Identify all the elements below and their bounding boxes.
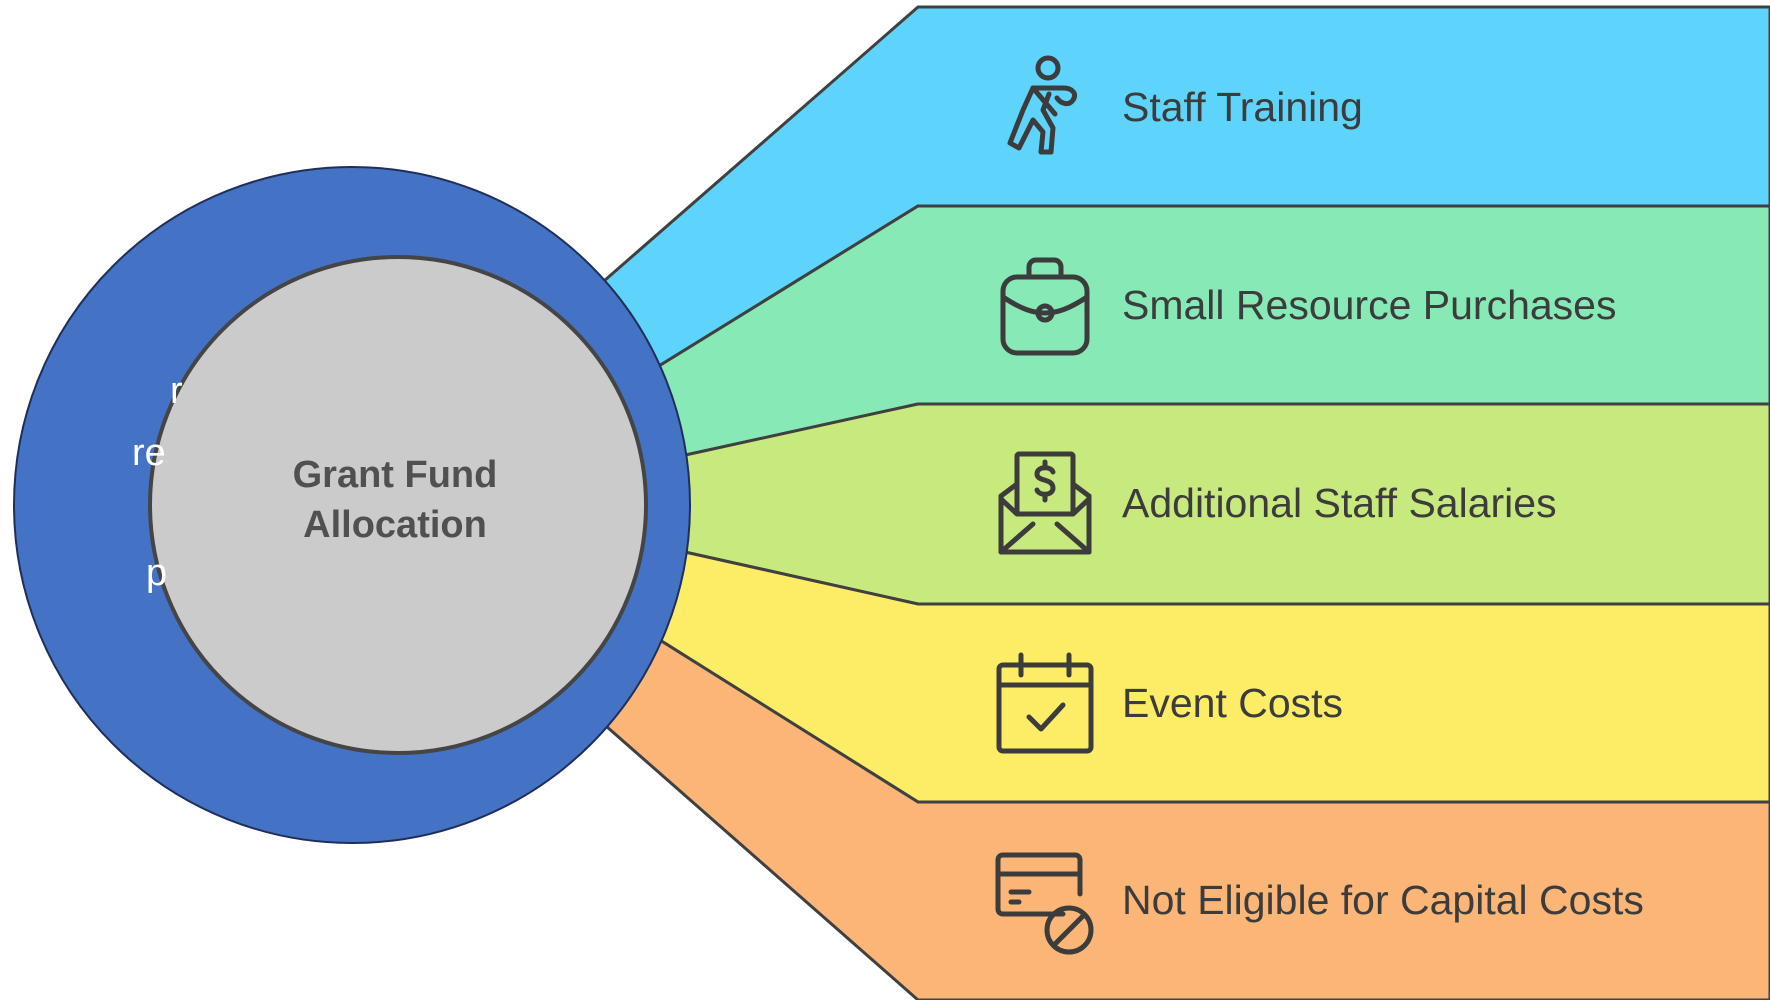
occluded-text-fragment: p — [146, 552, 168, 594]
item-label-small-resource-purchases: Small Resource Purchases — [1122, 282, 1617, 328]
item-label-event-costs: Event Costs — [1122, 680, 1344, 726]
calendar-check-icon — [985, 643, 1105, 763]
salary-envelope-icon — [985, 444, 1105, 564]
item-label-additional-staff-salaries: Additional Staff Salaries — [1122, 480, 1557, 526]
center-title: Grant Fund Allocation — [150, 450, 640, 550]
running-person-icon — [985, 48, 1105, 168]
occluded-text-fragment: r — [170, 370, 183, 412]
center-title-line-1: Grant Fund — [292, 454, 498, 496]
item-label-staff-training: Staff Training — [1122, 84, 1363, 130]
occluded-text-fragment: re — [132, 432, 166, 474]
briefcase-icon — [985, 245, 1105, 365]
card-blocked-icon — [985, 840, 1105, 960]
center-title-line-2: Allocation — [303, 504, 487, 546]
item-label-not-eligible-capital-costs: Not Eligible for Capital Costs — [1122, 877, 1644, 923]
center-circle — [148, 255, 648, 755]
